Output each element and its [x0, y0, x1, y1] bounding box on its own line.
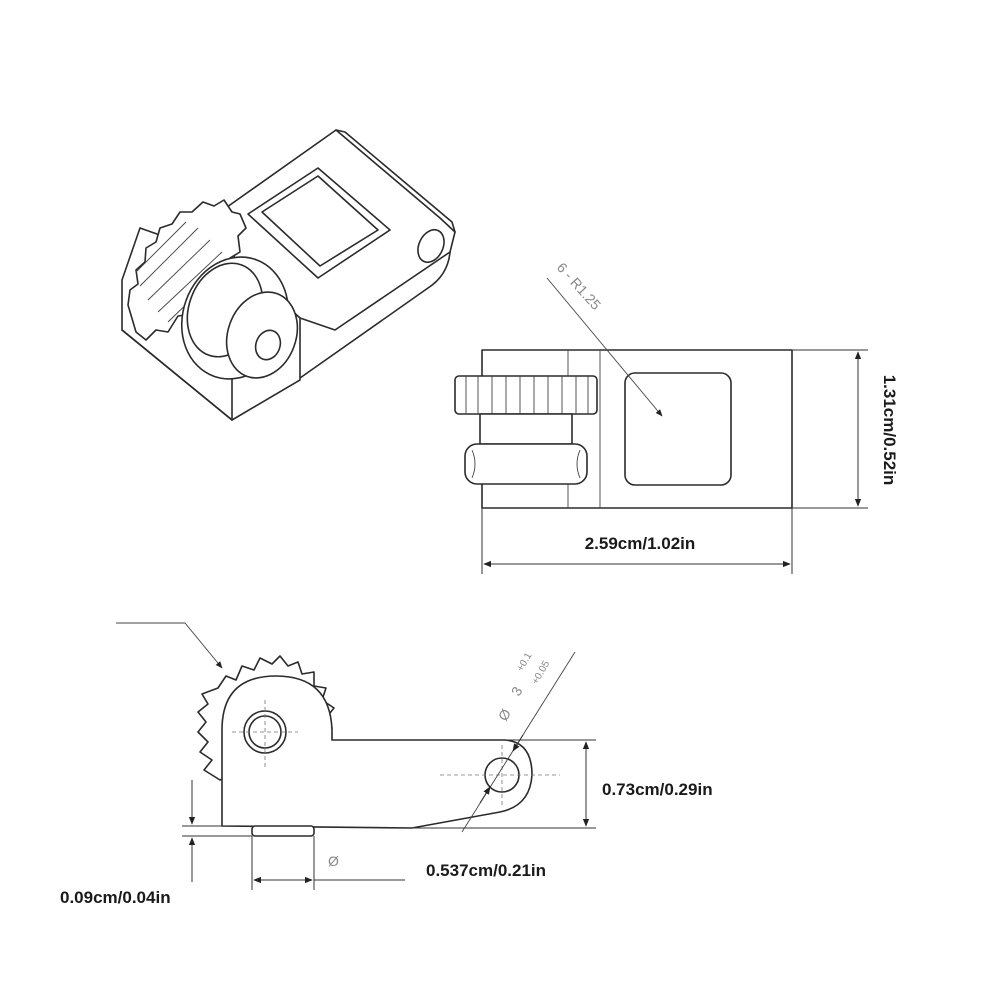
hole-tolerance-upper: +0.1	[515, 651, 535, 674]
hole-tolerance-lower: +0.05	[530, 659, 552, 687]
pulley-icon	[180, 256, 299, 380]
height-dimension: 1.31cm/0.52in	[880, 375, 899, 486]
isometric-view	[121, 129, 456, 421]
hole-diameter-note: 3	[508, 684, 526, 699]
width-dimension: 2.59cm/1.02in	[585, 534, 696, 553]
pulley-diameter-dimension: 0.537cm/0.21in	[426, 861, 546, 880]
gear-icon	[127, 199, 247, 341]
hole-diameter-symbol: Ø	[495, 706, 514, 724]
diameter-symbol-bottom: Ø	[328, 853, 339, 869]
side-height-dimension: 0.73cm/0.29in	[602, 780, 713, 799]
gear-top-view	[454, 375, 598, 485]
offset-dimension: 0.09cm/0.04in	[60, 888, 171, 907]
side-view: 0.73cm/0.29in 0.09cm/0.04in Ø 0.537cm/0.…	[60, 622, 713, 907]
top-view: 6 - R1.25 2.59cm/1.02in 1.31cm/0.52in	[454, 259, 899, 574]
radius-note: 6 - R1.25	[554, 259, 605, 313]
